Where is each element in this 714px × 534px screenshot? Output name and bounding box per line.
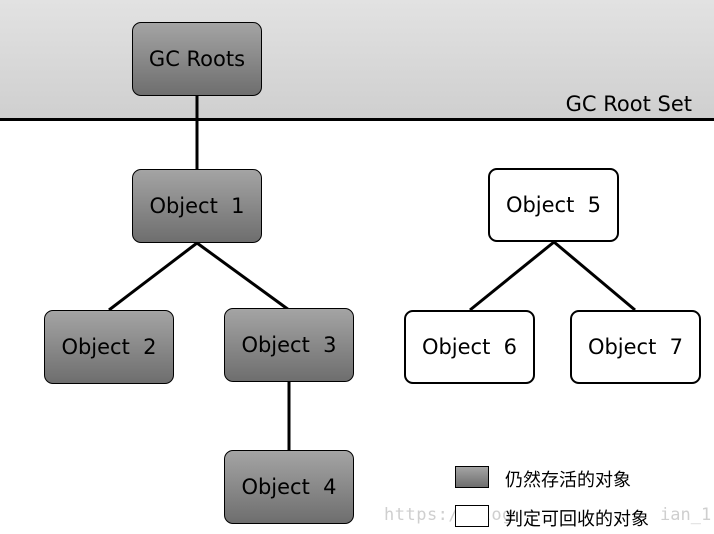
object-3-node: Object 3: [224, 308, 354, 382]
edge-object5-object6: [469, 240, 555, 312]
edge-object1-object3: [196, 241, 290, 312]
gc-root-set-band: [0, 0, 714, 119]
gc-root-set-boundary-line: [0, 118, 714, 121]
legend-alive-label: 仍然存活的对象: [505, 470, 631, 491]
watermark-prefix: https://blog: [384, 505, 513, 525]
gc-root-set-label: GC Root Set: [565, 92, 692, 116]
legend-alive-swatch: [455, 466, 489, 488]
object-5-node: Object 5: [488, 168, 619, 242]
object-7-node: Object 7: [570, 310, 701, 384]
object-6-node: Object 6: [404, 310, 535, 384]
object-2-node: Object 2: [44, 310, 174, 384]
edge-object5-object7: [553, 240, 636, 312]
gc-roots-node: GC Roots: [132, 22, 262, 96]
legend-dead-label: 判定可回收的对象: [505, 509, 649, 530]
object-1-node: Object 1: [132, 169, 262, 243]
object-4-node: Object 4: [224, 450, 354, 524]
edge-object1-object2: [108, 241, 198, 312]
legend-dead-swatch: [455, 505, 489, 527]
watermark-suffix: ian_1: [660, 505, 712, 525]
